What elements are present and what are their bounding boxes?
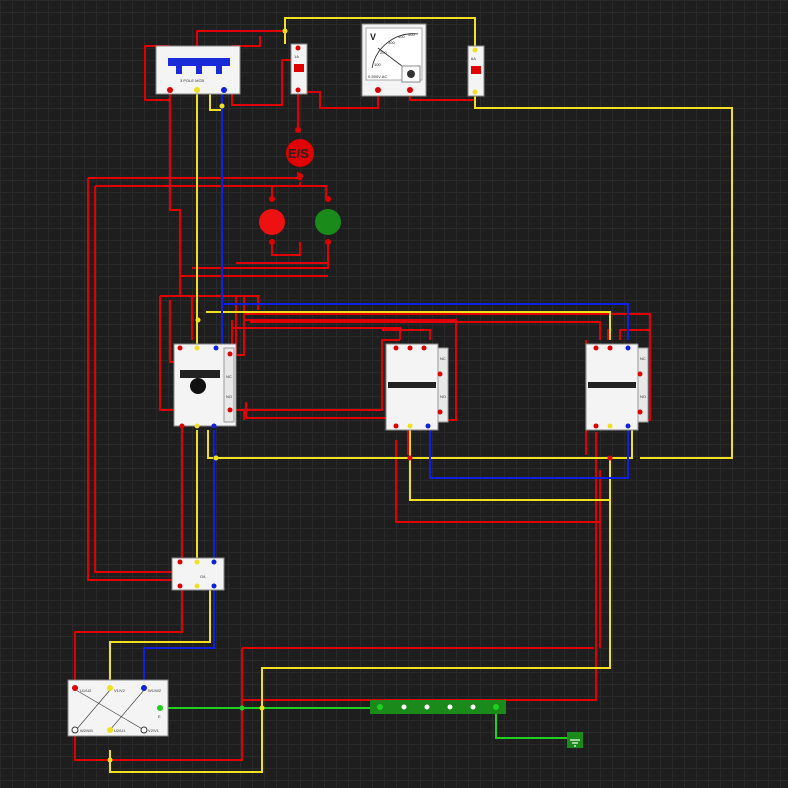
voltmeter-fuse[interactable]: 6A (467, 45, 485, 97)
voltmeter: V 100 200 300 400 500 0-500V AC (361, 23, 427, 97)
contactor-1[interactable]: NC NO (173, 343, 237, 429)
motor-earth-label: E (158, 714, 161, 719)
breaker-label: 3 POLE MCB (180, 78, 204, 83)
control-mcb[interactable]: 1A (290, 43, 308, 95)
voltmeter-tick: 300 (388, 40, 395, 45)
mcb-label: 1A (294, 54, 299, 59)
motor-terminal-box: U1/U2 V1/V2 W1/W2 W2/W1 U2/U1 V2/V1 E (67, 679, 169, 737)
contactor-1-nc: NC (226, 374, 232, 379)
contactor-3[interactable]: NC NO (585, 343, 649, 431)
motor-terminal-bottom: V2/V1 (148, 728, 160, 733)
yellow-wires (109, 17, 733, 773)
overload-relay[interactable]: O/L (171, 557, 225, 591)
contactor-2-no: NO (440, 394, 446, 399)
voltmeter-tick: 500 (408, 32, 415, 37)
contactor-3-no: NO (640, 394, 646, 399)
blue-wires (143, 90, 629, 690)
motor-terminal-top: V1/V2 (114, 688, 126, 693)
voltmeter-range: 0-500V AC (368, 74, 387, 79)
voltmeter-tick: 200 (380, 50, 387, 55)
red-wires (74, 30, 651, 761)
earth-bar (370, 700, 506, 714)
lamp-green (315, 196, 341, 245)
voltmeter-tick: 400 (398, 34, 405, 39)
motor-terminal-bottom: W2/W1 (80, 728, 94, 733)
motor-terminal-bottom: U2/U1 (114, 728, 126, 733)
overload-label: O/L (200, 574, 207, 579)
contactor-1-no: NO (226, 394, 232, 399)
fuse-label: 6A (471, 56, 476, 61)
three-pole-breaker[interactable]: 3 POLE MCB (155, 45, 241, 95)
motor-terminal-top: U1/U2 (80, 688, 92, 693)
contactor-2-nc: NC (440, 356, 446, 361)
junction-dots (107, 28, 613, 763)
green-wires (160, 707, 576, 739)
emergency-stop[interactable]: E/S (286, 127, 314, 179)
motor-terminal-top: W1/W2 (148, 688, 162, 693)
contactor-3-nc: NC (640, 356, 646, 361)
lamp-red (259, 196, 285, 245)
emergency-stop-label: E/S (288, 146, 309, 161)
earth-symbol-icon (567, 732, 583, 748)
voltmeter-tick: 100 (374, 62, 381, 67)
voltmeter-unit: V (370, 32, 376, 42)
contactor-2[interactable]: NC NO (385, 343, 449, 431)
